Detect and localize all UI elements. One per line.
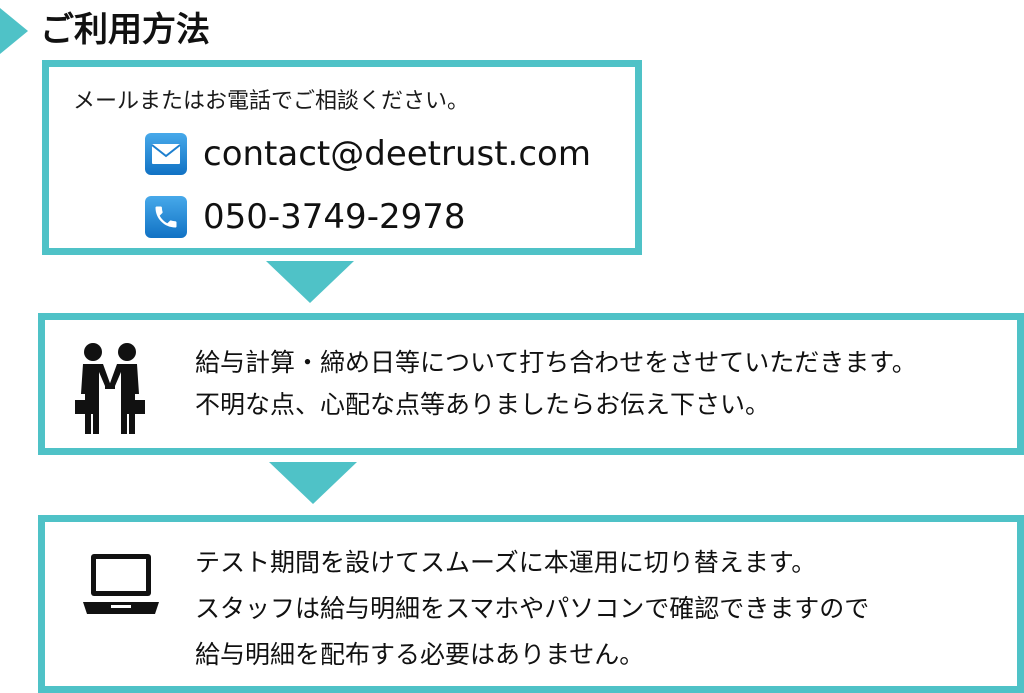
handshake-icon bbox=[75, 340, 145, 438]
contact-intro-text: メールまたはお電話でご相談ください。 bbox=[73, 89, 470, 114]
step2-line: 給与計算・締め日等について打ち合わせをさせていただきます。 bbox=[195, 348, 917, 377]
step3-operation-box: テスト期間を設けてスムーズに本運用に切り替えます。 スタッフは給与明細をスマホや… bbox=[38, 515, 1024, 693]
step3-description: テスト期間を設けてスムーズに本運用に切り替えます。 スタッフは給与明細をスマホや… bbox=[195, 540, 869, 678]
step2-line: 不明な点、心配な点等ありましたらお伝え下さい。 bbox=[195, 390, 771, 419]
phone-number[interactable]: 050-3749-2978 bbox=[203, 197, 466, 237]
laptop-icon bbox=[81, 554, 161, 618]
phone-row[interactable]: 050-3749-2978 bbox=[145, 195, 466, 239]
step2-description: 給与計算・締め日等について打ち合わせをさせていただきます。 不明な点、心配な点等… bbox=[195, 342, 917, 426]
page-title: ご利用方法 bbox=[40, 10, 210, 50]
section-header: ご利用方法 bbox=[0, 8, 400, 54]
header-arrow-icon bbox=[0, 8, 28, 54]
email-row[interactable]: contact@deetrust.com bbox=[145, 132, 591, 176]
email-link[interactable]: contact@deetrust.com bbox=[203, 134, 591, 174]
phone-icon bbox=[145, 196, 187, 238]
step3-line: テスト期間を設けてスムーズに本運用に切り替えます。 bbox=[195, 548, 817, 577]
mail-icon bbox=[145, 133, 187, 175]
step3-line: 給与明細を配布する必要はありません。 bbox=[195, 640, 645, 669]
step3-line: スタッフは給与明細をスマホやパソコンで確認できますので bbox=[195, 594, 870, 623]
flow-down-arrow-icon bbox=[269, 462, 357, 504]
flow-down-arrow-icon bbox=[266, 261, 354, 303]
step1-contact-box: メールまたはお電話でご相談ください。 contact@deetrust.com … bbox=[42, 60, 642, 255]
step2-meeting-box: 給与計算・締め日等について打ち合わせをさせていただきます。 不明な点、心配な点等… bbox=[38, 313, 1024, 455]
